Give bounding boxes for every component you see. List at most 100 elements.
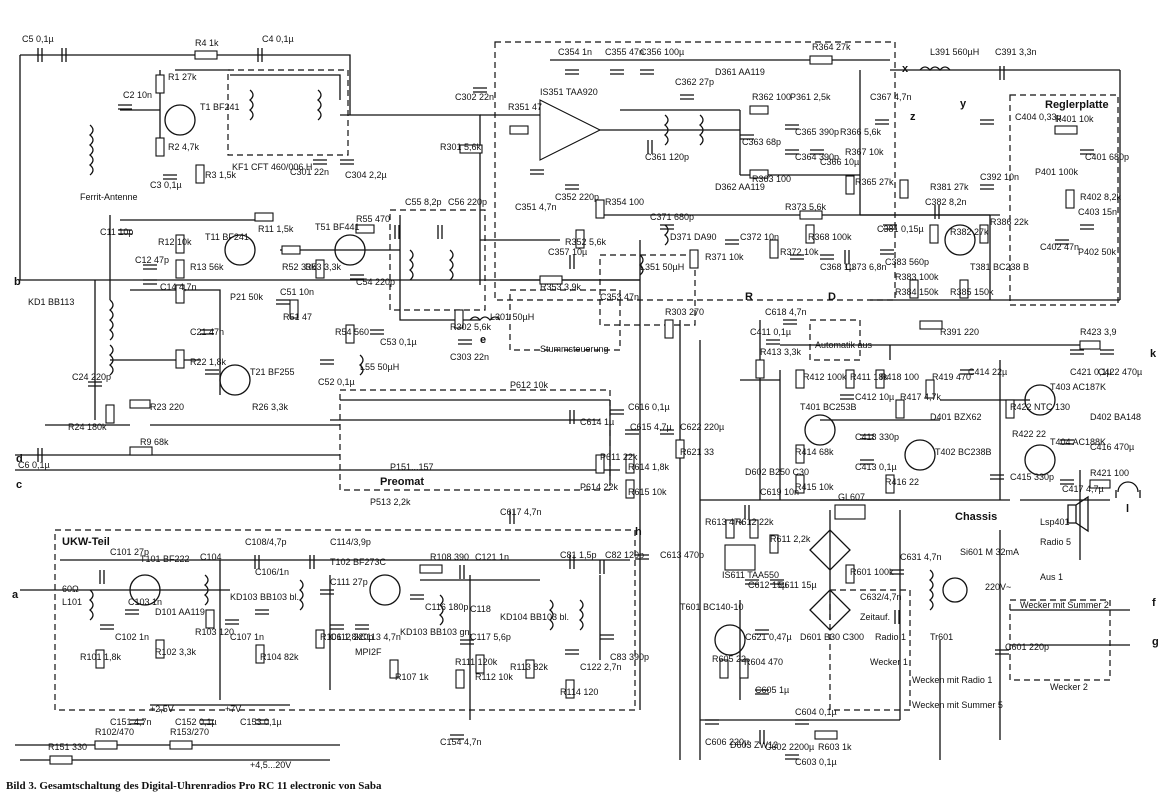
transistor-t404 bbox=[1024, 444, 1056, 476]
component-label-r353: R353 3,9k bbox=[540, 282, 582, 292]
component-label-c402: C402 47n bbox=[1040, 242, 1079, 252]
component-label-c414: C414 22µ bbox=[968, 367, 1007, 377]
component-label-r151: R151 330 bbox=[48, 742, 87, 752]
component-label-c122: C122 2,7n bbox=[580, 662, 622, 672]
transistor-t601 bbox=[714, 624, 746, 656]
component-label-c81: C81 1,5p bbox=[560, 550, 597, 560]
component-label-wecker1: Wecker 1 bbox=[870, 657, 908, 667]
component-label-r605: R605 22 bbox=[712, 654, 746, 664]
component-label-c615: C615 4,7µ bbox=[630, 422, 672, 432]
component-label-c11: C11 10p bbox=[100, 227, 133, 237]
component-label-d603: D603 ZW12 bbox=[730, 740, 778, 750]
component-label-r303: R303 270 bbox=[665, 307, 704, 317]
component-label-p611: P611 22k bbox=[600, 452, 638, 462]
component-label-mpi2f: MPI2F bbox=[355, 647, 382, 657]
component-label-r365: R365 27k bbox=[855, 177, 894, 187]
component-label-v25: +2,5V bbox=[150, 704, 174, 714]
component-label-t11: T11 BF241 bbox=[205, 232, 249, 242]
component-label-c362: C362 27p bbox=[675, 77, 714, 87]
component-label-t51: T51 BF441 bbox=[315, 222, 360, 232]
component-label-r26: R26 3,3k bbox=[252, 402, 289, 412]
resistors bbox=[49, 50, 1111, 765]
component-label-v45: +4,5...20V bbox=[250, 760, 291, 770]
automatik-block-outline bbox=[809, 319, 861, 361]
component-label-c352: C352 220p bbox=[555, 192, 599, 202]
component-label-c56: C56 220p bbox=[448, 197, 487, 207]
component-label-kd104: KD104 BB103 bl. bbox=[500, 612, 569, 622]
component-label-c151: C151 4,7n bbox=[110, 717, 152, 727]
component-label-r381: R381 27k bbox=[930, 182, 969, 192]
component-label-r413: R413 3,3k bbox=[760, 347, 802, 357]
component-label-c364: C364 390p bbox=[795, 152, 839, 162]
component-label-c14: C14 4,7n bbox=[160, 282, 197, 292]
component-label-r104: R104 82k bbox=[260, 652, 299, 662]
component-label-r51: R51 47 bbox=[283, 312, 312, 322]
component-label-r416: R416 22 bbox=[885, 477, 919, 487]
component-label-c616: C616 0,1µ bbox=[628, 402, 670, 412]
lamp-gl607 bbox=[834, 504, 866, 520]
component-label-r391: R391 220 bbox=[940, 327, 979, 337]
capacitors bbox=[37, 48, 1114, 760]
ferrite-filter-outline bbox=[389, 209, 486, 311]
component-label-r3: R3 1,5k bbox=[205, 170, 237, 180]
if-block-outline bbox=[494, 41, 896, 301]
block-label-regler: Reglerplatte bbox=[1045, 99, 1109, 111]
component-label-wecker2: Wecker 2 bbox=[1050, 682, 1088, 692]
component-label-tr601: Tr601 bbox=[930, 632, 953, 642]
component-label-t404: T404 AC188K bbox=[1050, 437, 1106, 447]
component-label-c354: C354 1n bbox=[558, 47, 592, 57]
component-label-r411: R411 18k bbox=[850, 372, 888, 382]
component-label-weckersummer: Wecken mit Summer 5 bbox=[912, 700, 1003, 710]
component-label-d401: D401 BZX62 bbox=[930, 412, 982, 422]
component-label-c3: C3 0,1µ bbox=[150, 180, 182, 190]
component-label-r24: R24 180k bbox=[68, 422, 107, 432]
component-label-c104: C104 bbox=[200, 552, 222, 562]
component-label-r421: R421 100 bbox=[1090, 468, 1129, 478]
transistor-t401 bbox=[804, 414, 836, 446]
component-label-c353: C353 47n bbox=[600, 292, 639, 302]
component-label-p21: P21 50k bbox=[230, 292, 264, 302]
component-label-r422b: R422 22 bbox=[1012, 429, 1046, 439]
ukw-block-outline bbox=[54, 529, 636, 711]
component-label-r12: R12 10k bbox=[158, 237, 192, 247]
component-label-c118: C118 bbox=[470, 604, 491, 614]
transistor-t51 bbox=[334, 234, 366, 266]
component-label-r52: R52 33k bbox=[282, 262, 316, 272]
component-label-c301: C301 22n bbox=[290, 167, 329, 177]
component-label-r23: R23 220 bbox=[150, 402, 184, 412]
component-label-c365: C365 390p bbox=[795, 127, 839, 137]
terminal-f: f bbox=[1152, 597, 1156, 609]
component-label-d371: D371 DA90 bbox=[670, 232, 717, 242]
component-label-d101: D101 AA119 bbox=[155, 607, 205, 617]
component-label-r386: R386 22k bbox=[990, 217, 1029, 227]
component-label-c2: C2 10n bbox=[123, 90, 152, 100]
terminal-a: a bbox=[12, 589, 19, 601]
component-label-c412: C412 10µ bbox=[855, 392, 894, 402]
component-label-r11: R11 1,5k bbox=[258, 224, 294, 234]
component-label-c101: C101 27p bbox=[110, 547, 149, 557]
component-label-ohm60: 60Ω bbox=[62, 584, 79, 594]
transistors bbox=[129, 104, 1056, 656]
terminal-c: c bbox=[16, 479, 22, 491]
component-label-r384: R384 150k bbox=[895, 287, 939, 297]
component-label-c621: C621 0,47µ bbox=[745, 632, 792, 642]
component-label-c304: C304 2,2µ bbox=[345, 170, 387, 180]
component-label-c302: C302 22n bbox=[455, 92, 494, 102]
component-label-c154: C154 4,7n bbox=[440, 737, 482, 747]
component-label-t381: T381 BC238 B bbox=[970, 262, 1029, 272]
component-label-r107: R107 1k bbox=[395, 672, 429, 682]
component-label-r153: R153/270 bbox=[170, 727, 209, 737]
component-label-r13: R13 56k bbox=[190, 262, 224, 272]
component-label-c102: C102 1n bbox=[115, 632, 149, 642]
component-label-weckerradio: Wecken mit Radio 1 bbox=[912, 675, 992, 685]
component-label-v7: +7V bbox=[225, 704, 241, 714]
switch-block-outline bbox=[829, 589, 911, 711]
transistor-t403 bbox=[1024, 384, 1056, 416]
component-label-radio5: Radio 5 bbox=[1040, 537, 1071, 547]
component-label-r417: R417 4,7k bbox=[900, 392, 942, 402]
ic-taa550 bbox=[724, 544, 756, 571]
component-label-c392: C392 10n bbox=[980, 172, 1019, 182]
component-label-r106: R106 1,8k bbox=[320, 632, 362, 642]
component-label-kf1: KF1 CFT 460/006 H bbox=[232, 162, 312, 172]
